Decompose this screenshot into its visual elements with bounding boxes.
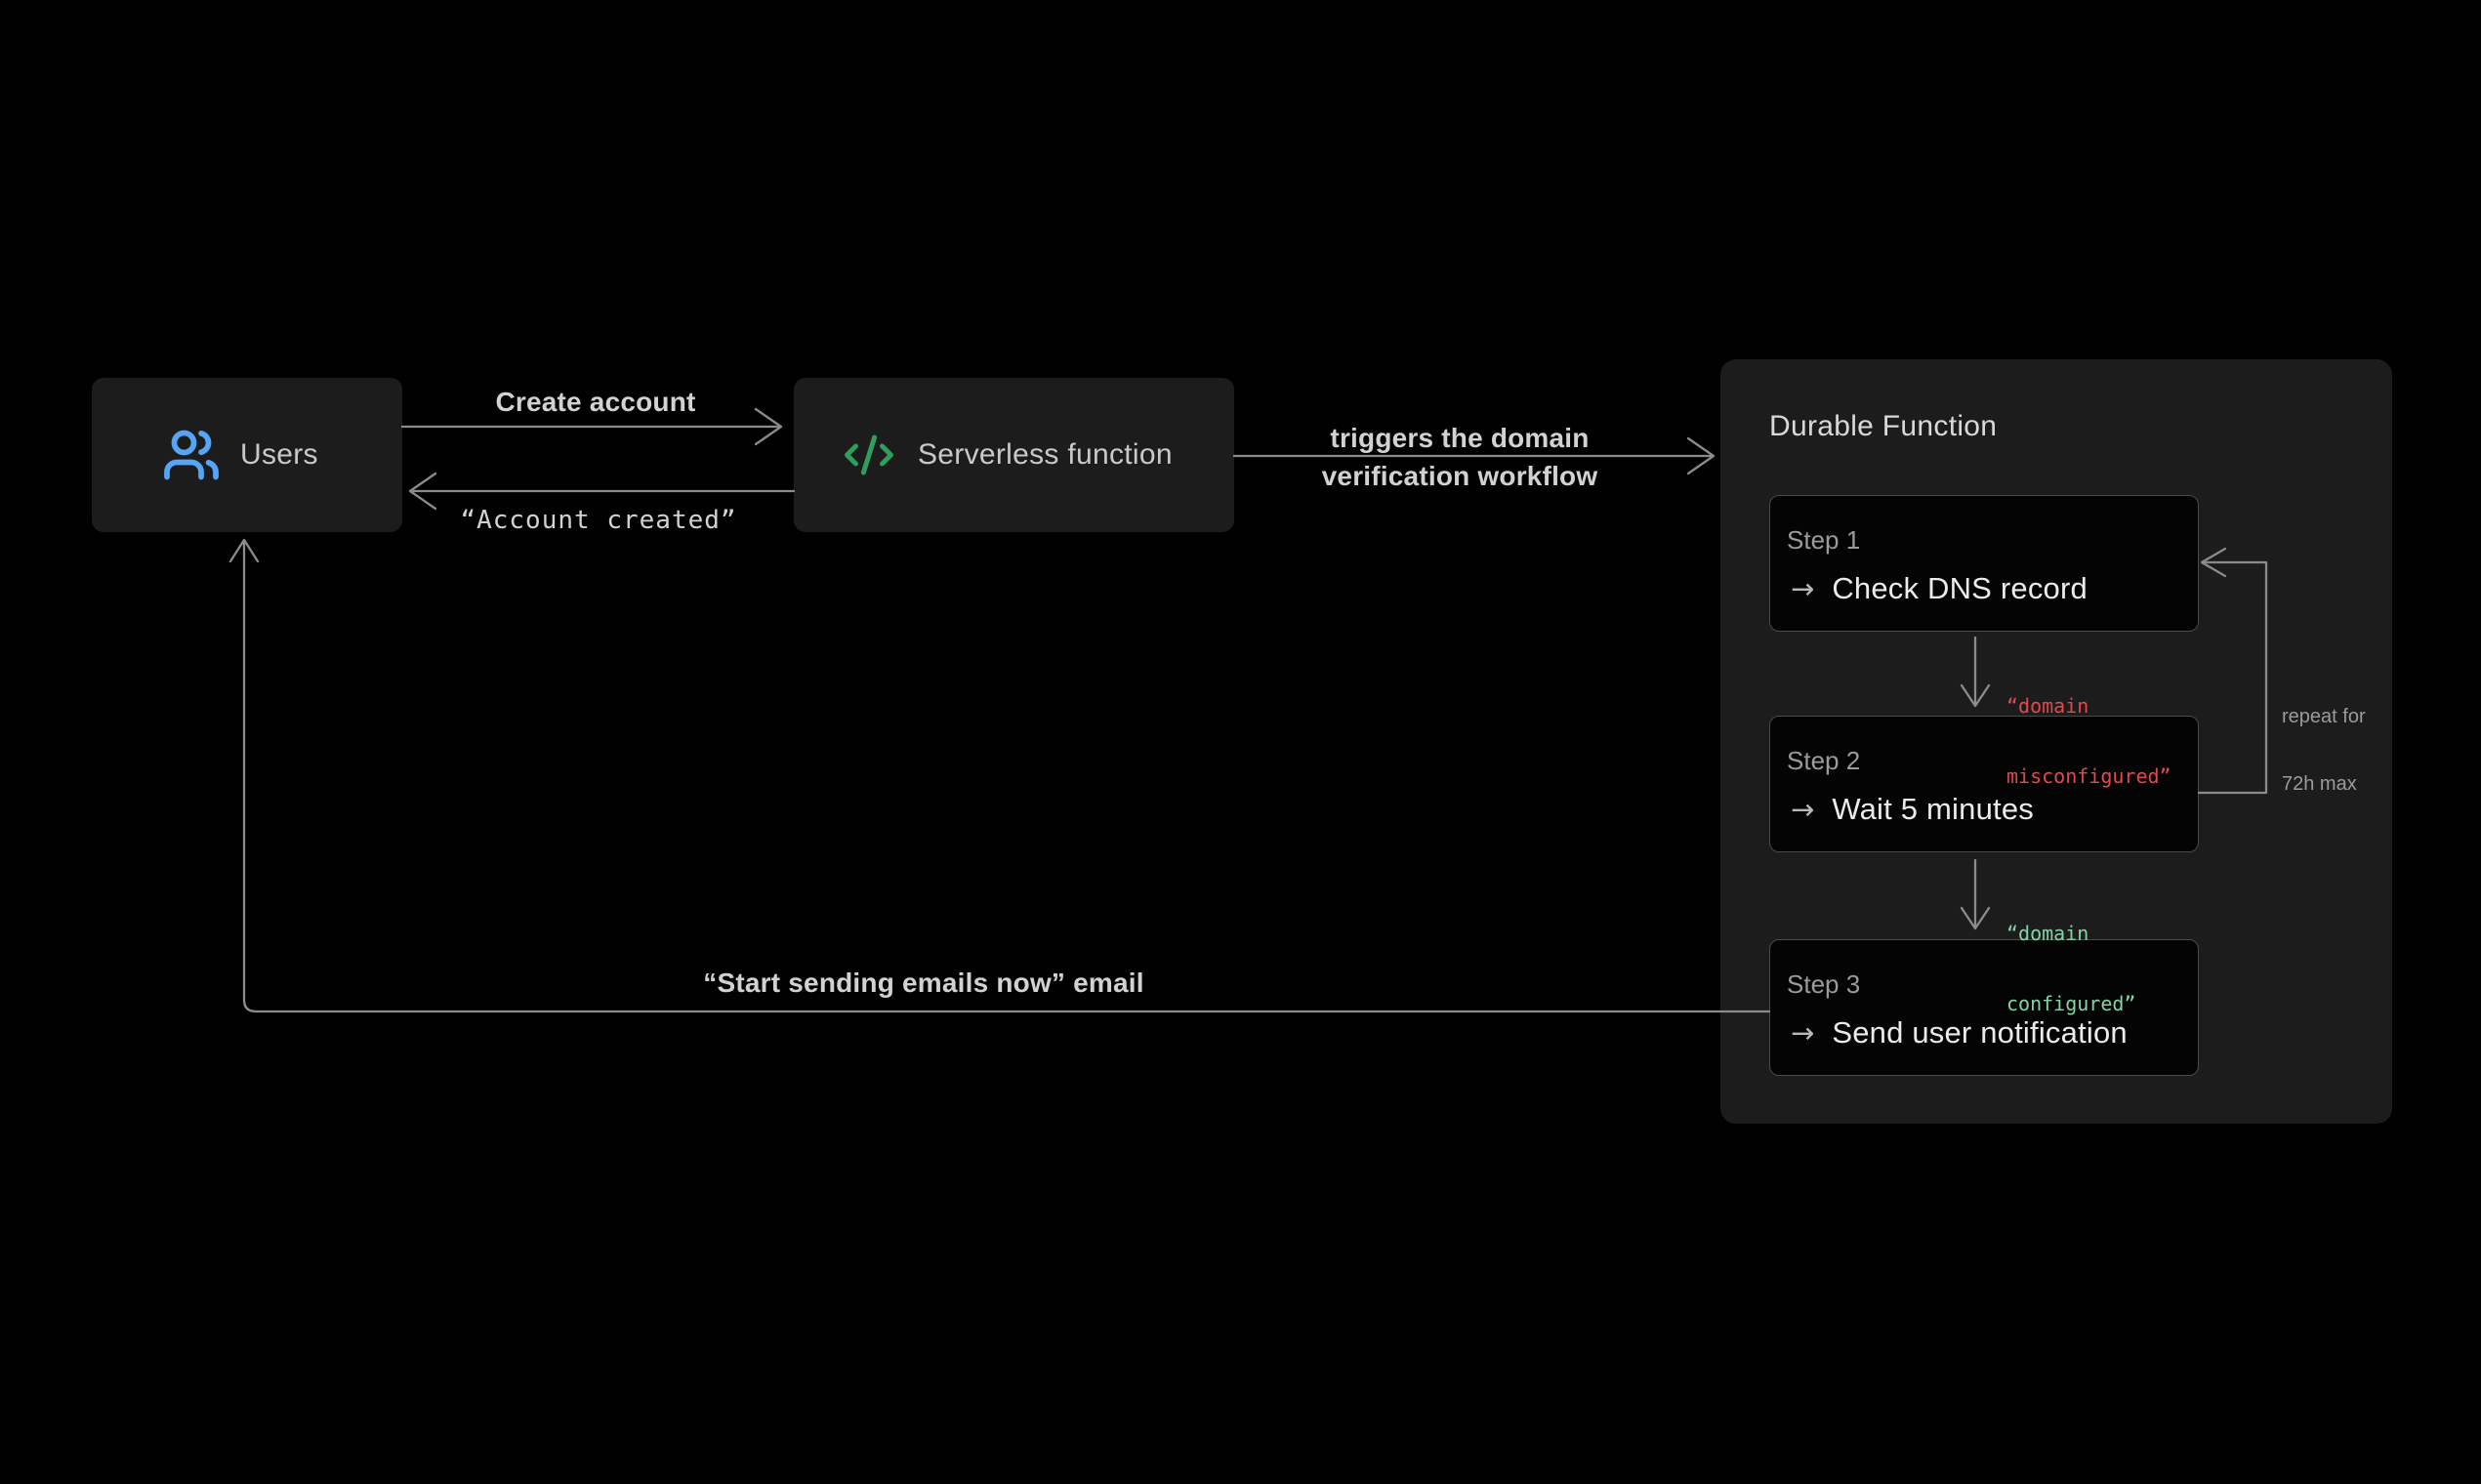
repeat-note-label: repeat for 72h max <box>2282 706 2366 795</box>
edge-start-sending-line <box>242 541 1771 1013</box>
account-created-label: “Account created” <box>460 506 737 535</box>
users-label: Users <box>240 438 318 471</box>
triggers-workflow-line2: verification workflow <box>1321 461 1598 491</box>
triggers-workflow-line1: triggers the domain <box>1330 423 1590 453</box>
step-2-label: Step 2 <box>1787 746 1861 775</box>
step-1-card: Step 1 → Check DNS record <box>1769 495 2199 632</box>
code-icon <box>843 429 895 481</box>
edge-account-created-arrowhead <box>408 472 437 511</box>
edge-triggers-arrowhead <box>1686 436 1716 475</box>
step-1-action: Check DNS record <box>1832 571 2088 605</box>
domain-misconfigured-label: “domain misconfigured” <box>2006 694 2171 788</box>
step-3-card: Step 3 → Send user notification <box>1769 939 2199 1076</box>
step-1-label: Step 1 <box>1787 525 1861 555</box>
start-sending-emails-label: “Start sending emails now” email <box>703 968 1144 998</box>
step-2-action: Wait 5 minutes <box>1832 792 2034 826</box>
triggers-workflow-label: triggers the domain verification workflo… <box>1322 419 1598 495</box>
domain-configured-label: “domain configured” <box>2006 922 2136 1015</box>
arrow-right-icon: → <box>1791 572 1815 605</box>
step-3-action: Send user notification <box>1832 1015 2128 1050</box>
serverless-label: Serverless function <box>918 438 1173 471</box>
arrow-right-icon: → <box>1791 1016 1815 1050</box>
create-account-label: Create account <box>495 387 696 417</box>
users-icon <box>162 426 221 484</box>
arrow-right-icon: → <box>1791 793 1815 826</box>
step-3-label: Step 3 <box>1787 969 1861 999</box>
users-node: Users <box>92 378 402 532</box>
edge-start-sending-arrowhead <box>228 538 260 563</box>
serverless-node: Serverless function <box>794 378 1234 532</box>
edge-create-account-arrowhead <box>754 407 783 446</box>
durable-function-title: Durable Function <box>1769 410 1998 442</box>
